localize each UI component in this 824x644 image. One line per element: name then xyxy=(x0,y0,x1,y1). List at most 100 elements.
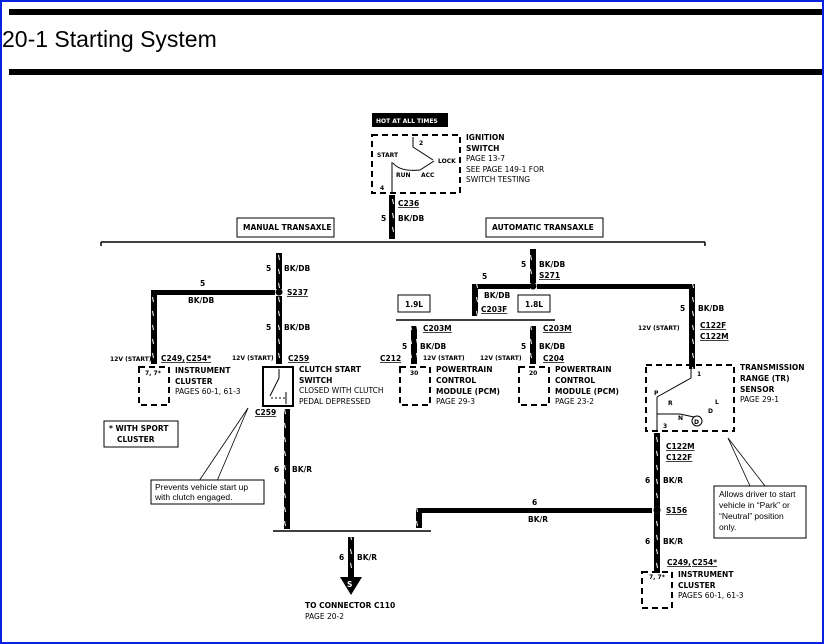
tr-name-1: TRANSMISSION xyxy=(740,363,805,372)
instrument-cluster-2-box xyxy=(641,571,673,609)
splice-arrow-icon xyxy=(340,577,362,595)
wire-gauge: 5 xyxy=(381,214,386,223)
tr-page-link[interactable]: PAGE 29-1 xyxy=(740,395,779,404)
connector-c249: C249, xyxy=(161,354,185,363)
color: BK/DB xyxy=(698,304,724,313)
to-connector-label: TO CONNECTOR C110 xyxy=(305,601,395,610)
tr-pin-bottom: 3 xyxy=(663,423,667,430)
gauge: 6 xyxy=(274,465,279,474)
gauge: 5 xyxy=(200,279,205,288)
pcm2-page-link[interactable]: PAGE 23-2 xyxy=(555,397,594,406)
wire-pcm1 xyxy=(411,326,417,364)
branch-bus: MANUAL TRANSAXLE AUTOMATIC TRANSAXLE xyxy=(100,217,706,246)
wire-tr-out xyxy=(654,433,660,573)
ignition-pin-bottom: 4 xyxy=(380,185,384,192)
wire-auto-right xyxy=(537,284,694,289)
header-rule-top xyxy=(9,9,822,15)
splice-s156-label: S156 xyxy=(666,506,687,515)
pcm2-pin: 20 xyxy=(529,370,537,377)
engine-1-9l-label: 1.9L xyxy=(405,300,423,309)
pcm1-name-3: MODULE (PCM) xyxy=(436,387,500,396)
connector-c203m-2: C203M xyxy=(543,324,572,333)
ignition-pin-top: 2 xyxy=(419,140,423,147)
pcm1-name-1: POWERTRAIN xyxy=(436,365,492,374)
splice-s271-label: S271 xyxy=(539,271,560,280)
clutch-desc-1: CLOSED WITH CLUTCH xyxy=(299,386,384,395)
ignition-page-link[interactable]: PAGE 13-7 xyxy=(466,154,505,163)
tr-sensor-box xyxy=(645,364,735,432)
tr-pos-d: D xyxy=(708,408,713,415)
tr-pos-n: N xyxy=(678,415,683,422)
color: BK/R xyxy=(357,553,377,562)
color: BK/DB xyxy=(284,323,310,332)
wire-s156-left xyxy=(416,508,652,513)
tr-name-2: RANGE (TR) xyxy=(740,374,790,383)
pcm2-name-1: POWERTRAIN xyxy=(555,365,611,374)
color: BK/DB xyxy=(420,342,446,351)
automatic-transaxle-box xyxy=(485,217,604,238)
output-circuit: 6 BK/R S TO CONNECTOR C110 PAGE 20-2 xyxy=(273,530,431,621)
pcm1-pin: 30 xyxy=(410,370,418,377)
hot-at-all-times-badge xyxy=(372,113,448,127)
pos-start: START xyxy=(377,152,399,159)
connector-c254: C254* xyxy=(186,354,211,363)
color: BK/R xyxy=(292,465,312,474)
to-connector-page-link[interactable]: PAGE 20-2 xyxy=(305,612,344,621)
connector-c203f: C203F xyxy=(481,305,507,314)
splice-s271 xyxy=(529,282,537,290)
callout-leader xyxy=(198,407,249,482)
wire-s156-drop xyxy=(416,508,422,528)
tr-callout-2: vehicle in “Park” or xyxy=(719,500,790,510)
tr-d-circle-label: D xyxy=(694,419,699,426)
gauge: 6 xyxy=(645,537,650,546)
ignition-switch-box xyxy=(371,134,461,194)
gauge: 6 xyxy=(645,476,650,485)
splice-s156 xyxy=(653,506,661,514)
gauge: 5 xyxy=(680,304,685,313)
engine-1-9l-box xyxy=(397,294,431,313)
start-label: 12V (START) xyxy=(480,355,522,362)
tr-name-3: SENSOR xyxy=(740,385,775,394)
clutch-callout-2: with clutch engaged. xyxy=(154,492,233,502)
tr-callout-4: only. xyxy=(719,522,736,532)
cluster-2-pages-link[interactable]: PAGES 60-1, 61-3 xyxy=(678,591,744,600)
wire-color: BK/DB xyxy=(398,214,424,223)
tr-pos-l: L xyxy=(715,399,719,406)
start-label: 12V (START) xyxy=(638,325,680,332)
pcm1-page-link[interactable]: PAGE 29-3 xyxy=(436,397,475,406)
wire-auto-feed xyxy=(530,249,536,283)
wire-output xyxy=(348,537,354,577)
pcm2-name-3: MODULE (PCM) xyxy=(555,387,619,396)
instrument-cluster-box xyxy=(138,366,170,406)
connector-c236: C236 xyxy=(398,199,419,208)
manual-transaxle-box xyxy=(236,217,335,238)
color: BK/R xyxy=(528,515,548,524)
connector-c204: C204 xyxy=(543,354,564,363)
color: BK/DB xyxy=(484,291,510,300)
automatic-circuit: 5 BK/DB S271 5 BK/DB C203F 1.9L 1.8L C20… xyxy=(380,249,807,609)
gauge: 5 xyxy=(482,272,487,281)
sport-cluster-note xyxy=(103,420,179,448)
automatic-transaxle-label: AUTOMATIC TRANSAXLE xyxy=(492,223,594,232)
sport-note-1: * WITH SPORT xyxy=(109,424,169,433)
sport-note-2: CLUSTER xyxy=(117,435,155,444)
connector-c122m-out: C122M xyxy=(666,442,695,451)
splice-s237-label: S237 xyxy=(287,288,308,297)
pcm1-name-2: CONTROL xyxy=(436,376,476,385)
clutch-callout-1: Prevents vehicle start up xyxy=(155,482,248,492)
start-label: 12V (START) xyxy=(232,355,274,362)
cluster-pages-link[interactable]: PAGES 60-1, 61-3 xyxy=(175,387,241,396)
connector-c259-bottom: C259 xyxy=(255,408,276,417)
pos-lock: LOCK xyxy=(438,158,456,165)
connector-c122m: C122M xyxy=(700,332,729,341)
connector-c122f-out: C122F xyxy=(666,453,692,462)
color: BK/DB xyxy=(284,264,310,273)
tr-d-circle xyxy=(691,415,703,427)
connector-c254-2: C254* xyxy=(692,558,717,567)
header-rule-bottom xyxy=(9,69,822,75)
wire-ignition-out xyxy=(389,195,395,239)
tr-callout-1: Allows driver to start xyxy=(719,489,796,499)
color: BK/R xyxy=(663,476,683,485)
connector-c259-top: C259 xyxy=(288,354,309,363)
hot-at-all-times-label: HOT AT ALL TIMES xyxy=(376,118,438,125)
